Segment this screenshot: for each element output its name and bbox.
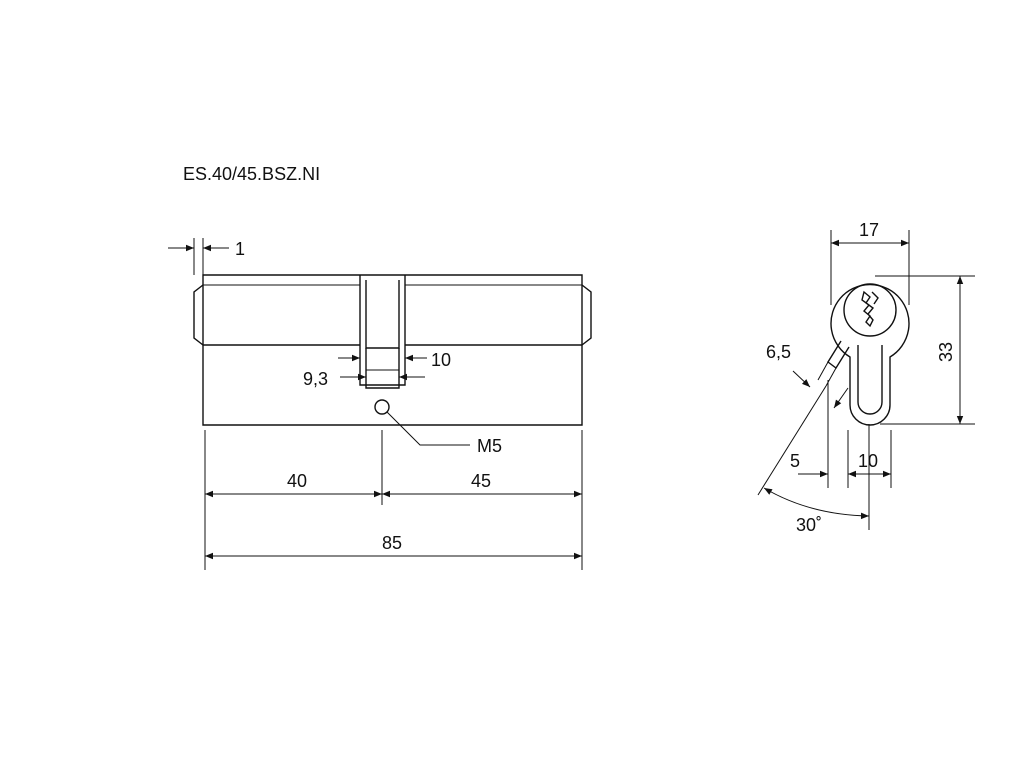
total-length-label: 85 xyxy=(382,533,402,553)
cam-tooth xyxy=(365,348,400,389)
screw-label: M5 xyxy=(477,436,502,456)
keyway-pin xyxy=(871,291,879,305)
left-length-label: 40 xyxy=(287,471,307,491)
left-plug-face xyxy=(193,284,204,346)
cam-thickness-label: 6,5 xyxy=(766,342,791,362)
cam-slot xyxy=(359,275,406,386)
flange-offset-label: 1 xyxy=(235,239,245,259)
bottom-width-label: 10 xyxy=(858,451,878,471)
cam-width-outer-label: 10 xyxy=(431,350,451,370)
screw-leader xyxy=(386,411,470,446)
cylinder-body-outline xyxy=(202,274,583,426)
right-length-label: 45 xyxy=(471,471,491,491)
cylinder-profile-view: 17 33 6,5 5 10 30˚ xyxy=(757,220,975,535)
screw-hole xyxy=(374,399,390,415)
cam-offset-label: 5 xyxy=(790,451,800,471)
cam-angle-label: 30˚ xyxy=(796,515,822,535)
cam-tip xyxy=(827,340,850,370)
plug-circle xyxy=(843,283,897,337)
cam-inner xyxy=(365,280,400,349)
profile-width-label: 17 xyxy=(859,220,879,240)
profile-height-label: 33 xyxy=(936,342,956,362)
cylinder-side-view: M5 1 10 9,3 40 45 85 xyxy=(168,238,592,570)
product-code: ES.40/45.BSZ.NI xyxy=(183,164,320,184)
keyway-icon xyxy=(861,290,875,328)
euro-profile-outline xyxy=(830,283,910,426)
right-plug-face xyxy=(581,284,592,346)
profile-inner xyxy=(857,345,883,415)
cam-width-inner-label: 9,3 xyxy=(303,369,328,389)
